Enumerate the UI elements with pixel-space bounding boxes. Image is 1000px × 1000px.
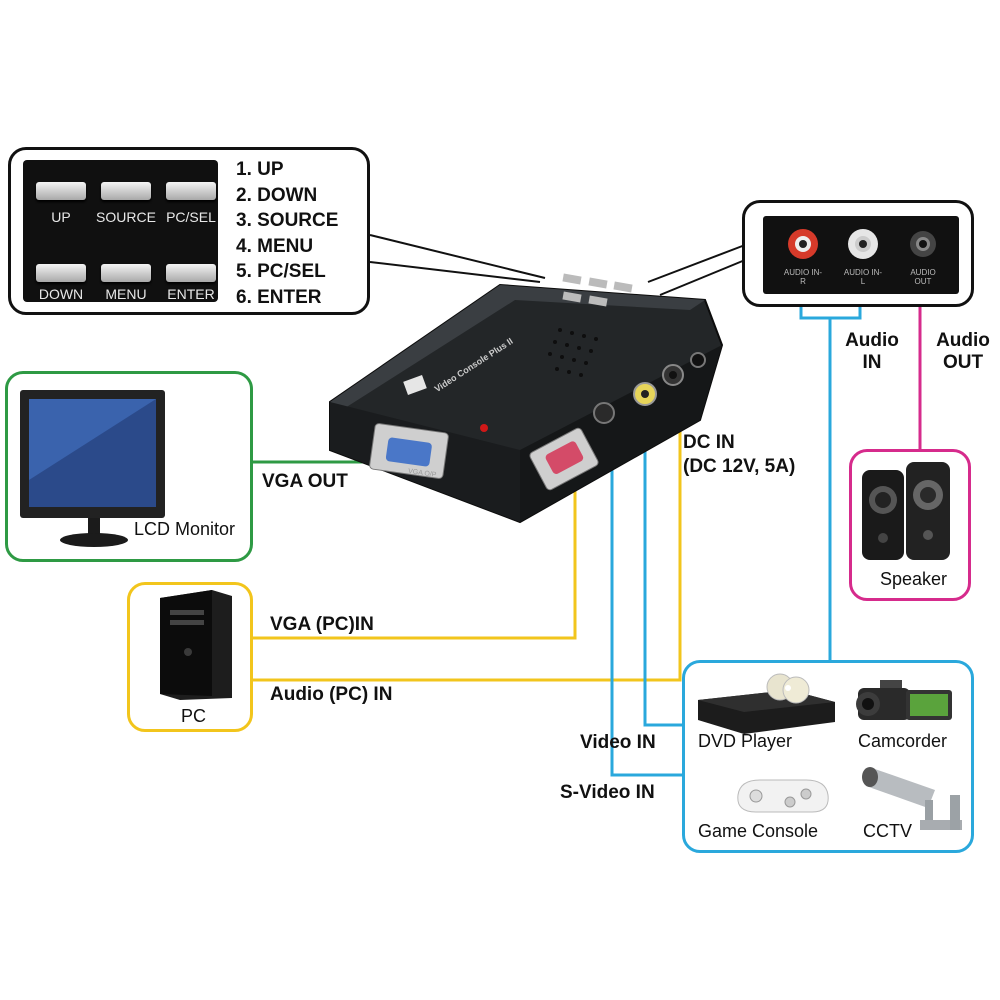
enter-button-caption: ENTER (167, 286, 215, 302)
dc-in-label: DC IN (DC 12V, 5A) (683, 431, 795, 479)
button-numbered-list: 1. UP 2. DOWN 3. SOURCE 4. MENU 5. PC/SE… (236, 157, 338, 310)
menu-button-caption: MENU (105, 286, 147, 302)
down-button-graphic (36, 264, 86, 282)
audio-pc-in-label: Audio (PC) IN (270, 684, 393, 705)
dvd-player-label: DVD Player (698, 731, 793, 751)
vga-pc-in-label: VGA (PC)IN (270, 614, 374, 635)
dc-in-label-line1: DC IN (683, 432, 735, 453)
audio-callout-line (647, 244, 746, 283)
enter-button-graphic (166, 264, 216, 282)
audio-in-label-line2: IN (862, 352, 882, 373)
audio-out-label: Audio OUT (930, 330, 996, 374)
video-in-label: Video IN (580, 732, 656, 753)
game-console-image (737, 779, 829, 813)
list-item: 6. ENTER (236, 286, 322, 308)
audio-out-label-line2: OUT (942, 352, 984, 373)
audio-pc-in-wire (253, 395, 682, 682)
down-button-caption: DOWN (38, 286, 84, 302)
buttons-panel-photo: UP SOURCE PC/SEL DOWN MENU ENTER (23, 160, 218, 302)
menu-button-graphic (101, 264, 151, 282)
cctv-label: CCTV (863, 821, 912, 841)
pcsel-button-graphic (166, 182, 216, 200)
audio-in-label-line1: Audio (845, 330, 899, 351)
list-item: 3. SOURCE (236, 210, 339, 231)
audio-in-label: Audio IN (839, 330, 905, 374)
source-button-caption: SOURCE (96, 209, 156, 225)
speaker-label: Speaker (880, 569, 948, 589)
camcorder-image (856, 680, 952, 720)
dvd-player-image (698, 673, 835, 734)
audio-jacks-callout-panel: AUDIO IN-R AUDIO IN-L AUDIO OUT (742, 200, 974, 307)
audio-out-caption: AUDIO OUT (910, 268, 936, 286)
rca-jacks (788, 229, 936, 259)
audio-jacks-photo: AUDIO IN-R AUDIO IN-L AUDIO OUT (763, 216, 959, 294)
dc-in-label-line2: (DC 12V, 5A) (683, 456, 796, 477)
game-console-label: Game Console (698, 821, 819, 841)
buttons-callout-line-2 (369, 261, 541, 283)
buttons-callout-line (369, 234, 546, 279)
audio-out-label-line1: Audio (936, 330, 990, 351)
cctv-image (862, 767, 962, 830)
buttons-callout-panel: UP SOURCE PC/SEL DOWN MENU ENTER (8, 147, 370, 315)
up-button-caption: UP (51, 209, 71, 225)
pcsel-button-caption: PC/SEL (166, 209, 216, 225)
vga-pc-in-wire (253, 485, 577, 640)
list-item: 1. UP (236, 159, 284, 180)
vga-out-label: VGA OUT (262, 471, 348, 492)
pc-label: PC (181, 706, 207, 726)
list-item: 4. MENU (236, 235, 314, 257)
list-item: 2. DOWN (236, 184, 318, 206)
audio-in-r-caption: AUDIO IN-R (783, 268, 823, 286)
source-button-graphic (101, 182, 151, 200)
camcorder-label: Camcorder (858, 731, 948, 751)
list-item: 5. PC/SEL (236, 261, 326, 282)
audio-in-l-caption: AUDIO IN-L (843, 268, 883, 286)
svideo-in-wire (610, 420, 682, 777)
audio-callout-line-2 (659, 259, 746, 296)
video-in-wire (643, 400, 682, 727)
lcd-monitor-label: LCD Monitor (134, 519, 236, 539)
up-button-graphic (36, 182, 86, 200)
svideo-in-label: S-Video IN (560, 782, 655, 803)
